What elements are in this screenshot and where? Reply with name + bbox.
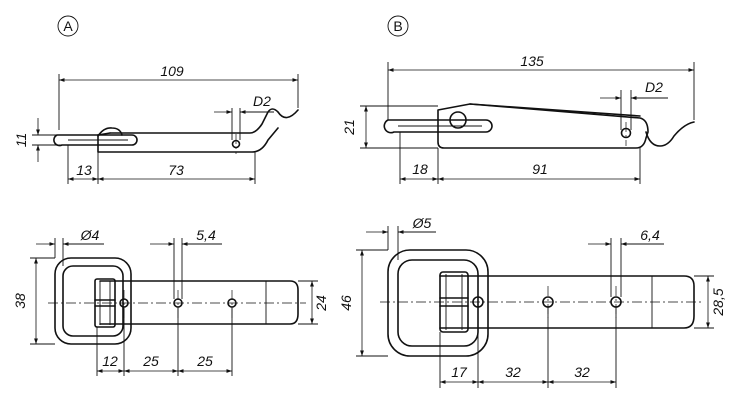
view-b-label: B — [387, 15, 409, 37]
dim-b-pitch-second: 32 — [505, 364, 521, 380]
dim-b-length: 135 — [520, 53, 544, 69]
dim-a-slot: 5,4 — [196, 227, 216, 243]
view-a-label: A — [57, 15, 79, 37]
view-a-letter: A — [63, 18, 73, 34]
dim-b-hole-dia: D2 — [645, 79, 663, 95]
dim-b-loop-dia: Ø5 — [412, 215, 432, 231]
view-b-top-dims: Ø5 6,4 46 28,5 17 32 32 — [338, 215, 726, 388]
dim-a-length: 109 — [160, 63, 184, 79]
dim-a-width: 24 — [313, 295, 329, 312]
view-a-top-dims: Ø4 5,4 38 24 12 25 25 — [12, 227, 329, 376]
view-b-side — [383, 103, 695, 149]
view-b-letter: B — [393, 18, 402, 34]
dim-a-loop-dia: Ø4 — [80, 227, 100, 243]
dim-a-pitch-second: 25 — [142, 353, 159, 369]
view-b-top — [380, 249, 702, 357]
view-a-side-dims: 109 D2 11 13 73 — [13, 63, 299, 184]
dim-b-loop-height: 46 — [338, 295, 354, 311]
dim-b-slot: 6,4 — [640, 227, 660, 243]
dim-b-hole-pos: 91 — [532, 161, 548, 177]
dim-a-offset: 13 — [76, 162, 92, 178]
view-a-side — [53, 108, 299, 154]
dim-a-pitch-first: 12 — [102, 353, 118, 369]
dim-a-loop-height: 38 — [12, 293, 28, 309]
dim-b-pitch-third: 32 — [574, 364, 590, 380]
dim-a-hole-pos: 73 — [168, 162, 184, 178]
dim-a-height: 11 — [13, 133, 29, 148]
dim-a-pitch-third: 25 — [196, 353, 213, 369]
dim-b-width: 28,5 — [710, 288, 726, 316]
dim-b-height: 21 — [341, 119, 357, 136]
dim-b-offset: 18 — [412, 161, 428, 177]
dim-b-pitch-first: 17 — [451, 364, 468, 380]
view-b-side-dims: 135 D2 21 18 91 — [341, 53, 695, 184]
view-a-top — [48, 257, 306, 345]
dim-a-hole-dia: D2 — [253, 93, 271, 109]
